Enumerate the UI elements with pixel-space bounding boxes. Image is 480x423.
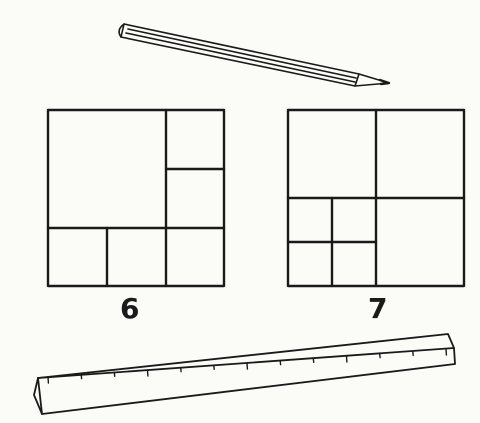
figure-six-label: 6 [120, 292, 140, 325]
ruler-icon [33, 333, 456, 415]
figure-six-square [46, 108, 226, 288]
figure-seven-square [286, 108, 466, 288]
pencil-icon [118, 23, 391, 87]
ruler-ticks [47, 348, 448, 384]
figure-seven-label: 7 [368, 292, 388, 325]
